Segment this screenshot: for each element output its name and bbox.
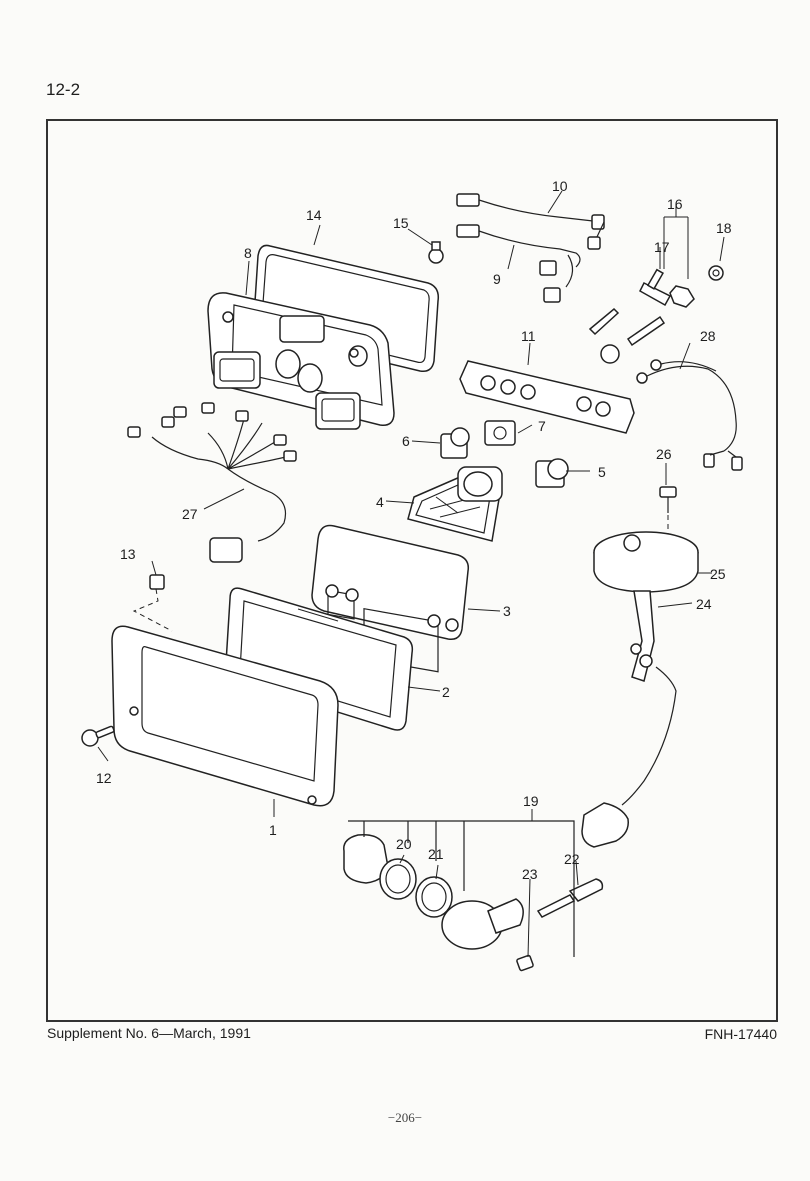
section-number: 12-2: [46, 80, 81, 99]
callout-25: 25: [710, 566, 726, 582]
callout-26: 26: [656, 446, 672, 462]
callout-20: 20: [396, 836, 412, 852]
callout-6: 6: [402, 433, 410, 449]
callout-4: 4: [376, 494, 384, 510]
callout-16: 16: [667, 196, 683, 212]
screw: [81, 725, 115, 747]
supplement-note: Supplement No. 6—March, 1991: [47, 1025, 251, 1041]
sender-harness: [636, 359, 743, 471]
callout-13: 13: [120, 546, 136, 562]
callout-17: 17: [654, 239, 670, 255]
lamp-sockets: [440, 420, 569, 488]
clip: [132, 574, 173, 632]
callout-7: 7: [538, 418, 546, 434]
callout-9: 9: [493, 271, 501, 287]
callout-18: 18: [716, 220, 732, 236]
wiring-harnesses: [456, 193, 605, 303]
callout-1: 1: [269, 822, 277, 838]
callout-24: 24: [696, 596, 712, 612]
leader-lines: [97, 190, 725, 958]
callout-3: 3: [503, 603, 511, 619]
callout-11: 11: [521, 328, 536, 344]
gauge: [407, 466, 503, 542]
callout-10: 10: [552, 178, 568, 194]
callout-23: 23: [522, 866, 538, 882]
callout-21: 21: [428, 846, 444, 862]
callout-2: 2: [442, 684, 450, 700]
callout-28: 28: [700, 328, 716, 344]
panel-bracket: [459, 360, 635, 434]
callout-labels: 1 2 3 4 5 6 7 8 9 10 11 12 13 14 15 16 1…: [96, 178, 732, 882]
document-number: FNH-17440: [704, 1026, 777, 1042]
callout-8: 8: [244, 245, 252, 261]
bulb: [428, 241, 444, 264]
callout-15: 15: [393, 215, 409, 231]
lens-cover: [225, 587, 414, 731]
switch-assemblies: [588, 265, 724, 364]
callout-27: 27: [182, 506, 198, 522]
face-plate: [311, 524, 470, 673]
callout-14: 14: [306, 207, 322, 223]
diagram-canvas: 1 2 3 4 5 6 7 8 9 10 11 12 13 14 15 16 1…: [81, 178, 743, 972]
sender-bracket: [593, 486, 699, 682]
outer-bezel: [111, 625, 339, 807]
sensor-cable: [581, 666, 677, 848]
callout-22: 22: [564, 851, 580, 867]
instrument-housing: [207, 292, 395, 430]
page-number: −206−: [387, 1110, 423, 1125]
main-harness: [127, 402, 297, 563]
callout-19: 19: [523, 793, 539, 809]
callout-5: 5: [598, 464, 606, 480]
exploded-parts-diagram: 1 2 3 4 5 6 7 8 9 10 11 12 13 14 15 16 1…: [46, 119, 778, 1022]
socket-assembly: [343, 820, 604, 972]
callout-12: 12: [96, 770, 112, 786]
